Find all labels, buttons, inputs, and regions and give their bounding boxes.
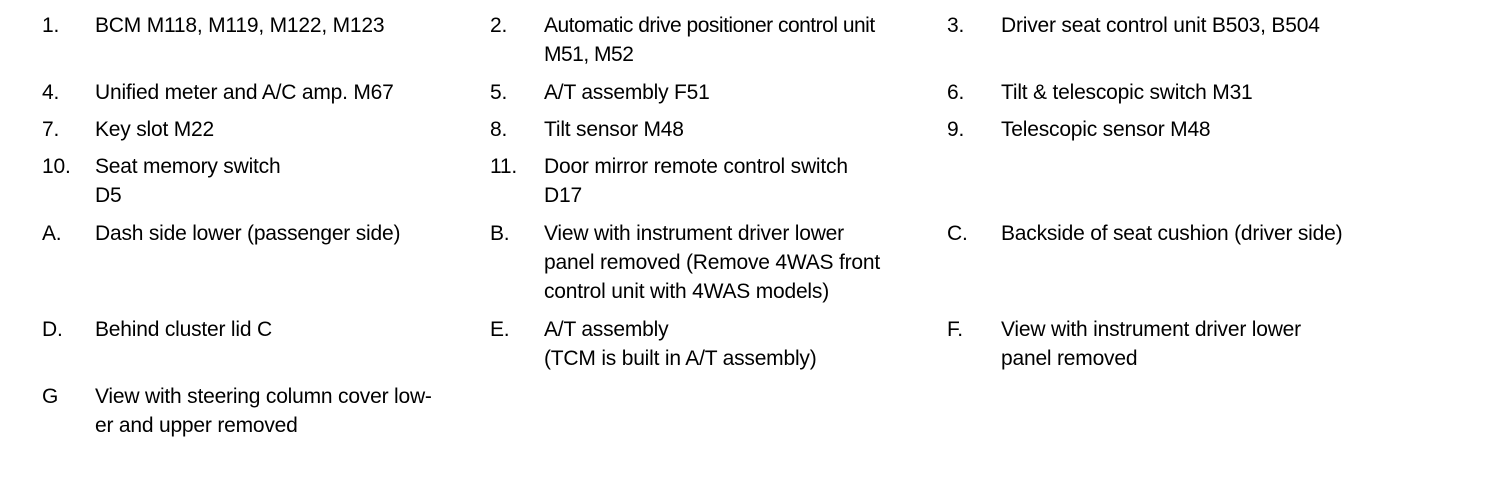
legend-item-key: 7. xyxy=(42,118,60,141)
legend-item-text: Automatic drive positioner control unit … xyxy=(544,14,875,66)
legend-item-text: Driver seat control unit B503, B504 xyxy=(1001,14,1320,37)
legend-item-key: F. xyxy=(947,318,963,341)
legend-item-text: View with steering column cover low- er … xyxy=(95,385,432,437)
legend-item-key: 10. xyxy=(42,155,71,178)
legend-item-key: 9. xyxy=(947,118,965,141)
legend-item-key: 6. xyxy=(947,81,965,104)
legend-item-text: View with instrument driver lower panel … xyxy=(544,222,880,303)
legend-item-key: 4. xyxy=(42,81,60,104)
legend-item-text: Tilt & telescopic switch M31 xyxy=(1001,81,1253,104)
legend-item-text: Seat memory switch D5 xyxy=(95,155,281,207)
legend-item-text: Unified meter and A/C amp. M67 xyxy=(95,81,394,104)
legend-item-key: 2. xyxy=(490,14,508,37)
legend-item-text: Key slot M22 xyxy=(95,118,214,141)
legend-item-text: Dash side lower (passenger side) xyxy=(95,222,401,245)
legend-item-text: A/T assembly (TCM is built in A/T assemb… xyxy=(544,318,817,370)
legend-item-key: 5. xyxy=(490,81,508,104)
legend-item-text: Tilt sensor M48 xyxy=(544,118,684,141)
legend-item-text: Behind cluster lid C xyxy=(95,318,272,341)
legend-item-text: BCM M118, M119, M122, M123 xyxy=(95,14,385,37)
legend-item-key: E. xyxy=(490,318,510,341)
legend-item-text: View with instrument driver lower panel … xyxy=(1001,318,1301,370)
legend-item-key: B. xyxy=(490,222,510,245)
legend-item-key: 11. xyxy=(490,155,518,178)
legend-item-key: 8. xyxy=(490,118,508,141)
legend-item-key: A. xyxy=(42,222,62,245)
legend-item-text: Backside of seat cushion (driver side) xyxy=(1001,222,1343,245)
legend-item-text: Telescopic sensor M48 xyxy=(1001,118,1211,141)
legend-item-key: D. xyxy=(42,318,63,341)
legend-item-key: C. xyxy=(947,222,968,245)
legend-item-key: 3. xyxy=(947,14,965,37)
legend-item-text: Door mirror remote control switch D17 xyxy=(544,155,848,207)
legend-item-key: G xyxy=(42,385,59,408)
legend-item-text: A/T assembly F51 xyxy=(544,81,710,104)
legend-item-key: 1. xyxy=(42,14,60,37)
